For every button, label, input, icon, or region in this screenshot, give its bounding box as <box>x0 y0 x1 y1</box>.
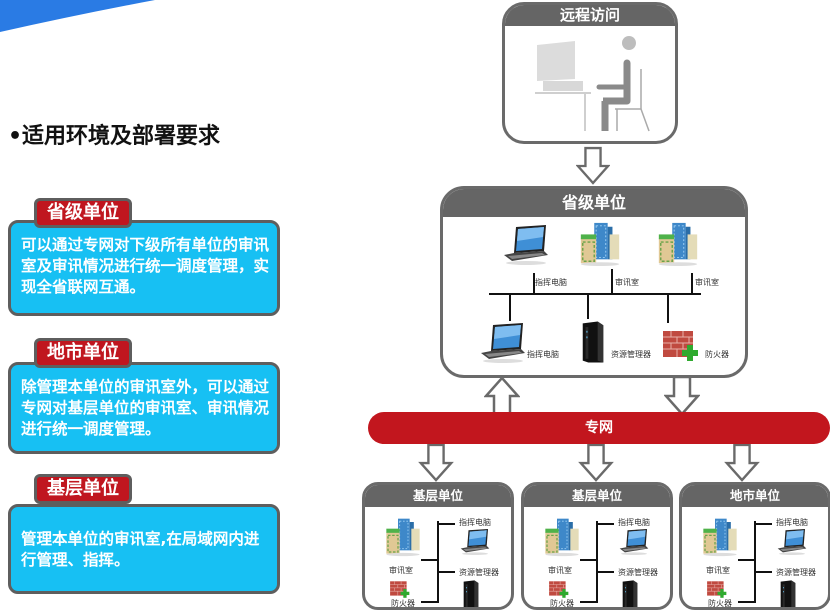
arrow-down-icon <box>664 376 700 416</box>
link-line <box>580 601 598 603</box>
device-label: 指挥电脑 <box>535 278 567 287</box>
laptop-icon <box>459 529 491 555</box>
link-line <box>738 559 756 561</box>
card-text: 除管理本单位的审讯室外，可以通过专网对基层单位的审讯室、审讯情况进行统一调度管理… <box>8 362 280 454</box>
firewall-icon <box>661 327 701 363</box>
device-label: 指挥电脑 <box>527 350 559 359</box>
firewall-icon <box>548 579 570 599</box>
server-label: 资源管理器 <box>618 568 658 577</box>
link-line <box>421 559 439 561</box>
base-unit-frame: 基层单位 审讯室 防火器 指挥电脑 资源管理器 <box>362 482 514 610</box>
person-at-computer-icon <box>535 36 650 132</box>
unit-title: 基层单位 <box>524 485 670 507</box>
room-label: 审讯室 <box>389 566 413 575</box>
bus-line <box>754 521 756 603</box>
device-label: 审讯室 <box>615 278 639 287</box>
drop-line <box>509 293 511 321</box>
card-city: 地市单位 除管理本单位的审讯室外，可以通过专网对基层单位的审讯室、审讯情况进行统… <box>8 338 280 454</box>
device-label: 防火器 <box>705 350 729 359</box>
building-icon <box>700 517 740 557</box>
arrow-down-icon <box>724 444 760 482</box>
building-icon <box>383 517 423 557</box>
room-label: 审讯室 <box>548 566 572 575</box>
link-line <box>756 523 772 525</box>
card-text: 可以通过专网对下级所有单位的审讯室及审讯情况进行统一调度管理，实现全省联网互通。 <box>8 220 280 316</box>
bus-line <box>596 521 598 603</box>
firewall-label: 防火器 <box>391 599 415 608</box>
link-line <box>439 523 455 525</box>
bus-line <box>489 293 701 295</box>
link-line <box>439 571 455 573</box>
link-line <box>756 571 772 573</box>
pc-label: 指挥电脑 <box>776 518 808 527</box>
corner-decoration <box>0 0 155 32</box>
arrow-down-icon <box>576 146 610 186</box>
building-icon <box>542 517 582 557</box>
server-tower-icon <box>778 579 798 610</box>
laptop-icon <box>479 323 527 363</box>
device-label: 审讯室 <box>695 278 719 287</box>
card-province: 省级单位 可以通过专网对下级所有单位的审讯室及审讯情况进行统一调度管理，实现全省… <box>8 198 280 316</box>
bus-line <box>437 521 439 603</box>
arrow-down-icon <box>418 444 454 482</box>
section-title: •适用环境及部署要求 <box>8 124 221 149</box>
card-text: 管理本单位的审讯室,在局域网内进行管理、指挥。 <box>8 504 280 594</box>
drop-line <box>533 273 535 293</box>
server-tower-icon <box>461 579 481 610</box>
card-tag: 地市单位 <box>34 338 132 368</box>
link-line <box>598 571 614 573</box>
laptop-icon <box>618 529 650 555</box>
drop-line <box>667 293 669 323</box>
link-line <box>580 559 598 561</box>
drop-line <box>587 293 589 319</box>
server-label: 资源管理器 <box>459 568 499 577</box>
firewall-icon <box>706 579 728 599</box>
base-unit-frame: 基层单位 审讯室 防火器 指挥电脑 资源管理器 <box>521 482 673 610</box>
link-line <box>738 601 756 603</box>
pc-label: 指挥电脑 <box>618 518 650 527</box>
unit-title: 基层单位 <box>365 485 511 507</box>
card-tag: 省级单位 <box>34 198 132 228</box>
laptop-icon <box>776 529 808 555</box>
drop-line <box>611 269 613 293</box>
remote-access-title: 远程访问 <box>505 5 675 26</box>
server-label: 资源管理器 <box>776 568 816 577</box>
arrow-up-icon <box>484 376 520 416</box>
remote-access-frame: 远程访问 <box>502 2 678 144</box>
building-icon <box>655 221 701 267</box>
server-tower-icon <box>620 579 640 610</box>
drop-line <box>691 273 693 293</box>
server-tower-icon <box>579 319 607 365</box>
device-label: 资源管理器 <box>611 350 651 359</box>
room-label: 审讯室 <box>706 566 730 575</box>
building-icon <box>577 221 623 267</box>
link-line <box>598 523 614 525</box>
city-unit-frame: 地市单位 审讯室 防火器 指挥电脑 资源管理器 <box>679 482 830 610</box>
unit-title: 地市单位 <box>682 485 828 507</box>
arrow-down-icon <box>578 444 614 482</box>
card-tag: 基层单位 <box>34 474 132 504</box>
firewall-label: 防火器 <box>708 599 732 608</box>
card-base: 基层单位 管理本单位的审讯室,在局域网内进行管理、指挥。 <box>8 474 280 594</box>
province-unit-title: 省级单位 <box>443 189 745 217</box>
firewall-icon <box>389 579 411 599</box>
private-network-bar: 专网 <box>368 412 830 444</box>
laptop-icon <box>501 225 551 265</box>
firewall-label: 防火器 <box>550 599 574 608</box>
link-line <box>421 601 439 603</box>
province-unit-frame: 省级单位 指挥电脑 审讯室 审讯室 指挥电脑 资源管理器 防火器 <box>440 186 748 378</box>
pc-label: 指挥电脑 <box>459 518 491 527</box>
